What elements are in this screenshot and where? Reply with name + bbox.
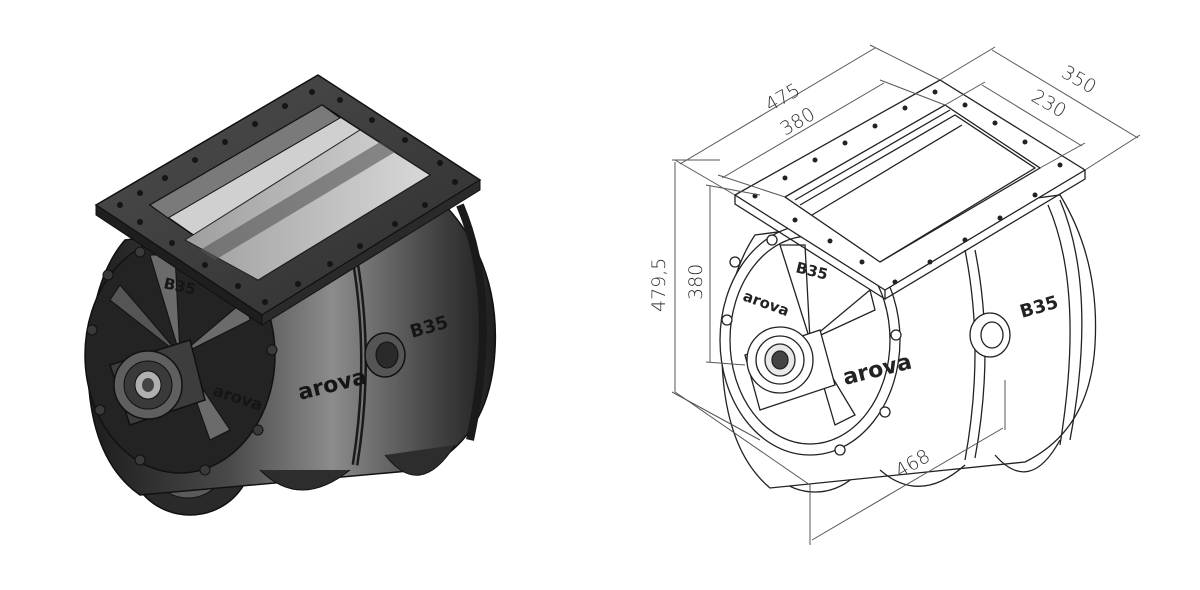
dim-label-body-height: 380	[685, 264, 707, 300]
dim-line-475	[679, 47, 876, 165]
dimension-lines	[671, 44, 1141, 545]
dim-line-350	[991, 49, 1139, 139]
dim-line-468	[811, 427, 1004, 541]
shaded-3d-view: arova arova B35 B35	[84, 74, 497, 516]
dim-line-380-top	[721, 82, 885, 179]
dim-line-230	[981, 84, 1083, 147]
ld-housing-rib	[964, 249, 976, 461]
flange-bolt-holes	[117, 89, 458, 305]
line-drawing-view: arova arova B35 B35	[719, 79, 1097, 493]
ld-side-boss	[969, 312, 1011, 358]
dim-label-overall-height: 479,5	[648, 258, 670, 312]
